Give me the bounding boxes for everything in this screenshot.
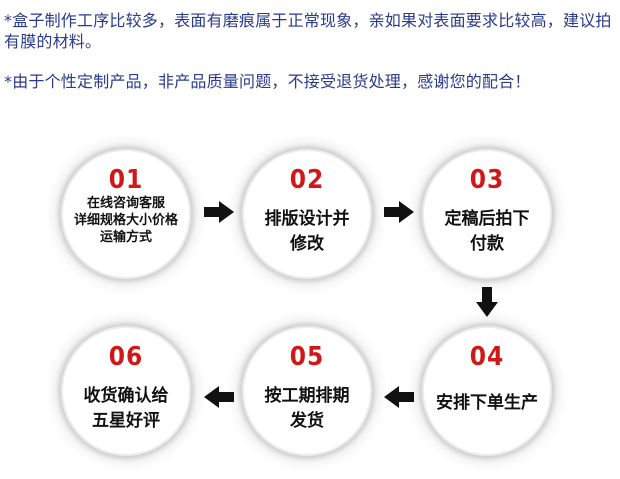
step-03-circle: 03 定稿后拍下 付款 <box>424 151 550 277</box>
notice-no-returns: *由于个性定制产品，非产品质量问题，不接受退货处理，感谢您的配合！ <box>4 72 531 91</box>
arrow-down-icon <box>476 287 498 317</box>
step-01-circle: 01 在线咨询客服 详细规格大小价格 运输方式 <box>63 151 189 277</box>
step-label: 排版设计并 修改 <box>264 209 350 254</box>
arrow-left-icon <box>384 386 414 408</box>
step-number: 05 <box>289 342 325 372</box>
arrow-left-icon <box>204 386 234 408</box>
step-number: 02 <box>289 165 325 195</box>
step-number: 06 <box>108 342 144 372</box>
notice-surface-wear: *盒子制作工序比较多，表面有磨痕属于正常现象，亲如果对表面要求比较高，建议拍有膜… <box>4 11 612 51</box>
step-06-circle: 06 收货确认给 五星好评 <box>63 328 189 454</box>
step-label: 按工期排期 发货 <box>264 386 350 431</box>
step-label: 安排下单生产 <box>436 393 538 413</box>
step-02-circle: 02 排版设计并 修改 <box>244 151 370 277</box>
step-05-circle: 05 按工期排期 发货 <box>244 328 370 454</box>
step-label: 在线咨询客服 详细规格大小价格 运输方式 <box>73 196 178 245</box>
step-number: 04 <box>469 342 505 372</box>
step-label: 收货确认给 五星好评 <box>83 386 169 431</box>
step-04-circle: 04 安排下单生产 <box>424 328 550 454</box>
step-number: 01 <box>108 165 144 195</box>
arrow-right-icon <box>204 201 234 223</box>
arrow-right-icon <box>384 201 414 223</box>
step-label: 定稿后拍下 付款 <box>444 209 530 254</box>
step-number: 03 <box>469 165 505 195</box>
